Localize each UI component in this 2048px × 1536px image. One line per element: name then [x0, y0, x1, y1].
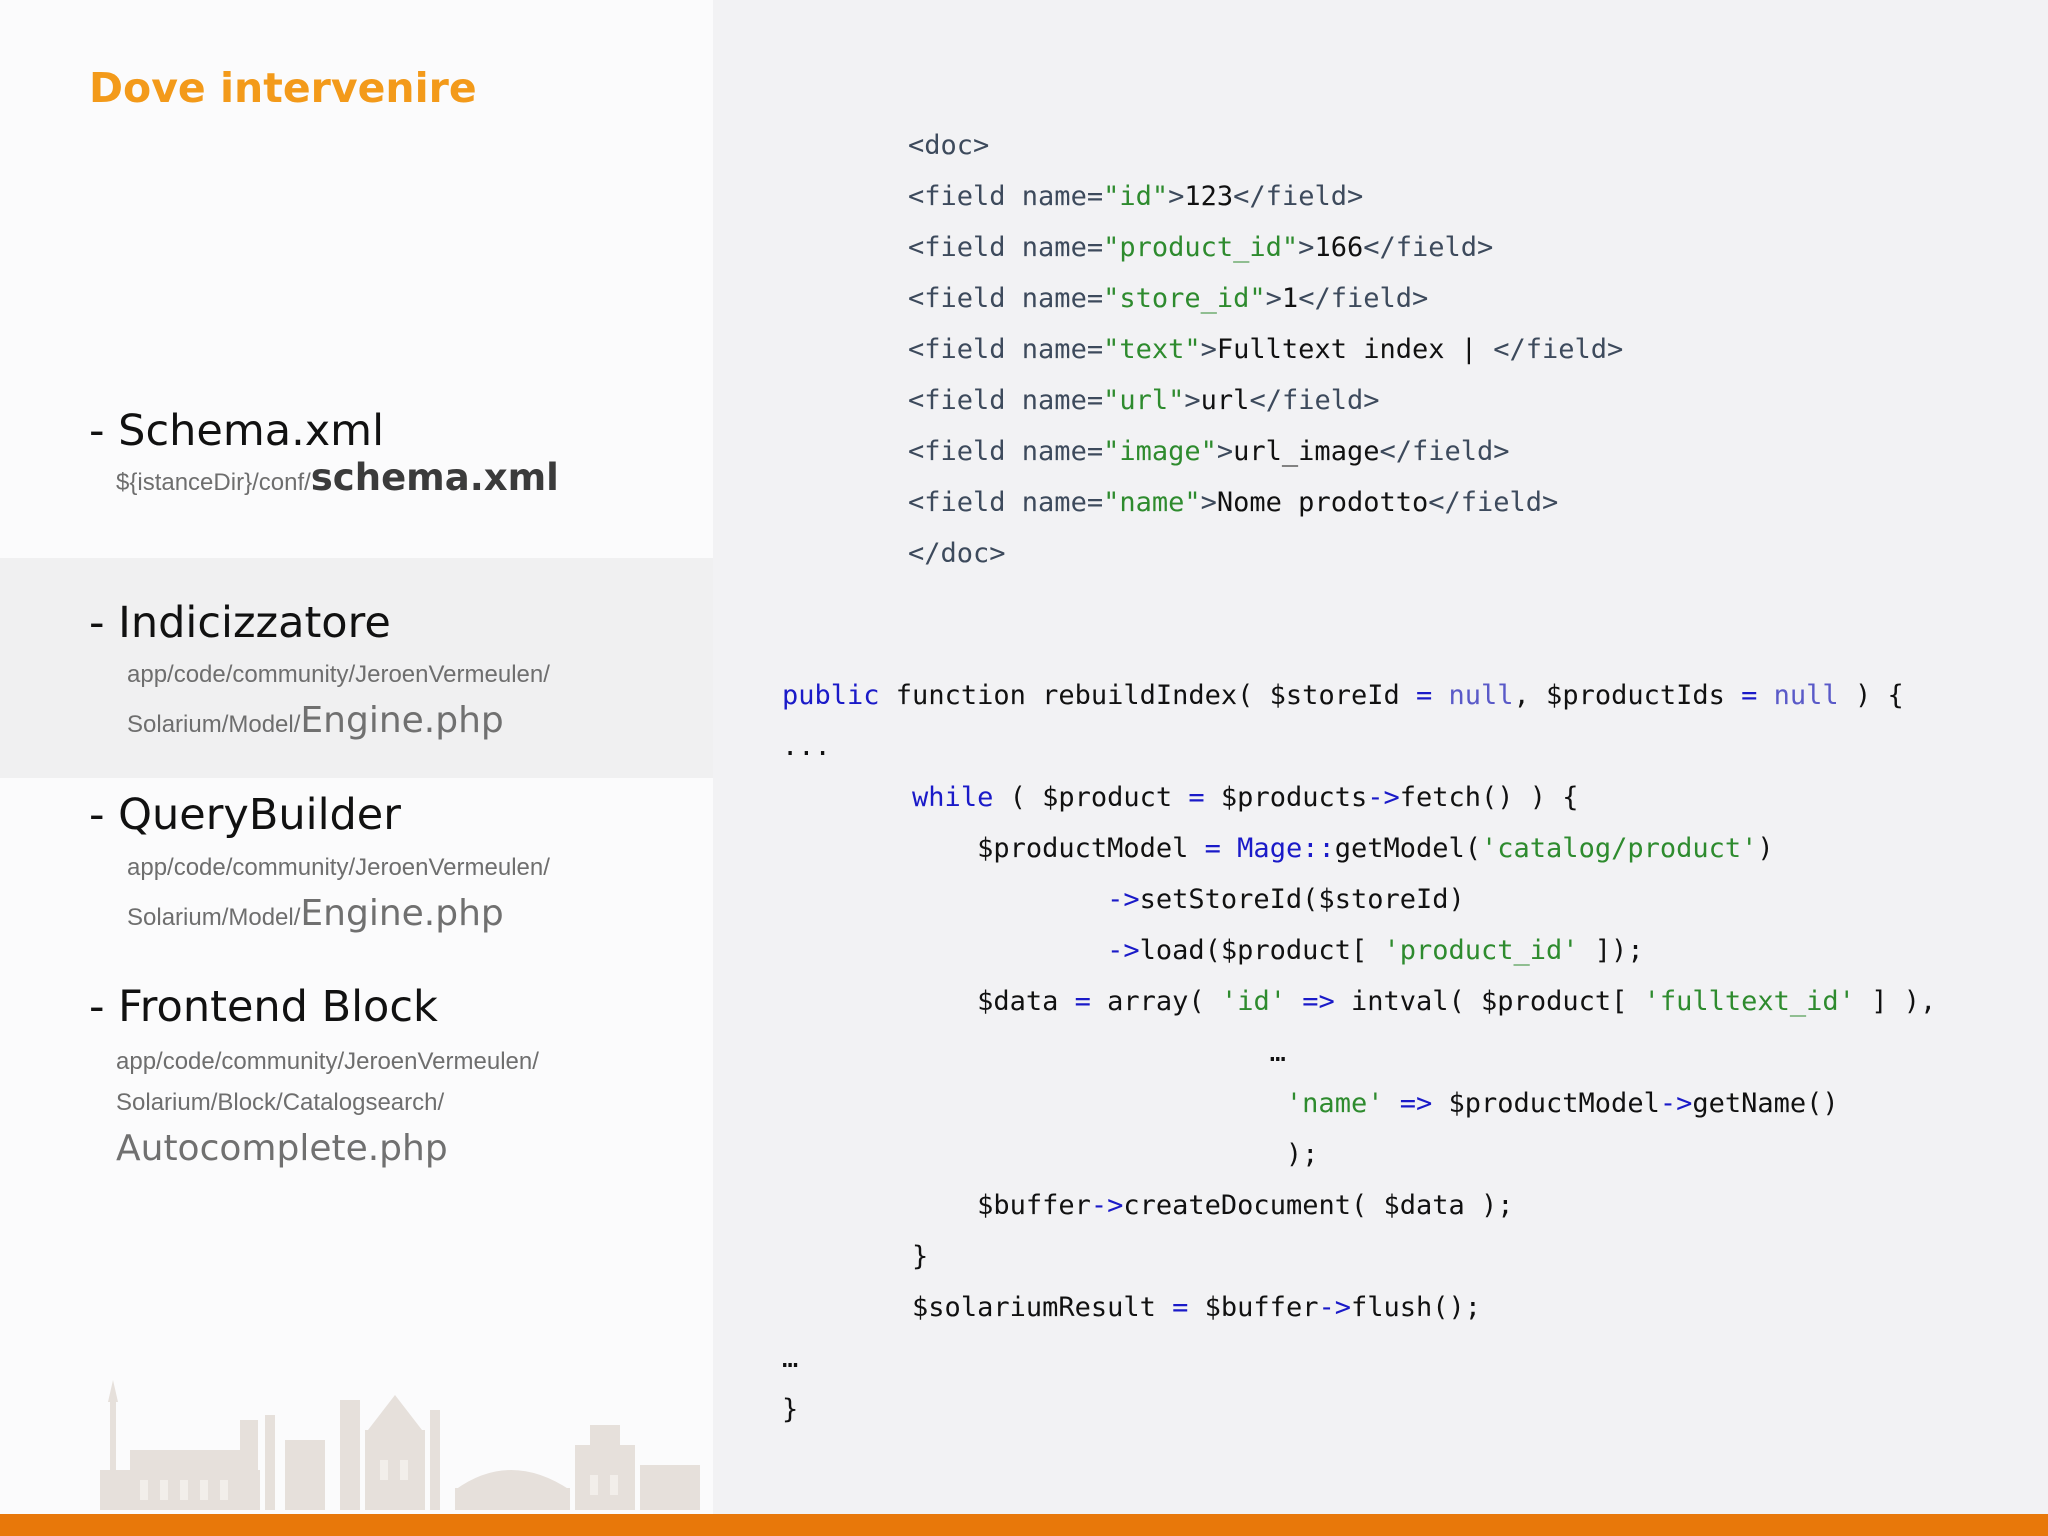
- code-line: ->load($product[ 'product_id' ]);: [1107, 935, 1644, 966]
- code-line: <field name="product_id">166</field>: [908, 232, 1494, 263]
- code-line: $solariumResult = $buffer->flush();: [912, 1292, 1482, 1323]
- section-path-line1: app/code/community/JeroenVermeulen/: [127, 854, 550, 881]
- section-path-line2: Solarium/Model/Engine.php: [127, 700, 504, 741]
- code-line: ...: [782, 731, 831, 762]
- section-path-file: Autocomplete.php: [116, 1128, 448, 1169]
- code-line: <field name="store_id">1</field>: [908, 283, 1429, 314]
- section-heading-indicizzatore: - Indicizzatore: [89, 598, 391, 648]
- path-prefix: Solarium/Model/: [127, 904, 301, 931]
- section-path-line2: Solarium/Block/Catalogsearch/: [116, 1089, 445, 1116]
- path-file: schema.xml: [310, 456, 559, 499]
- slide-title: Dove intervenire: [89, 64, 477, 112]
- section-path-line2: Solarium/Model/Engine.php: [127, 893, 504, 934]
- code-line: ->setStoreId($storeId): [1107, 884, 1465, 915]
- code-line: }: [912, 1241, 929, 1272]
- code-line: <doc>: [908, 130, 990, 161]
- highlight-band: [0, 558, 713, 778]
- php-code-block: public function rebuildIndex( $storeId =…: [782, 670, 1936, 1435]
- code-line: <field name="name">Nome prodotto</field>: [908, 487, 1559, 518]
- section-path-line1: app/code/community/JeroenVermeulen/: [127, 661, 550, 688]
- code-line: <field name="text">Fulltext index | </fi…: [908, 334, 1624, 365]
- code-line: while ( $product = $products->fetch() ) …: [912, 782, 1579, 813]
- city-skyline-illustration: [100, 1380, 700, 1510]
- code-line: 'name' => $productModel->getName(): [1285, 1088, 1839, 1119]
- path-prefix: Solarium/Model/: [127, 711, 301, 738]
- code-line: $productModel = Mage::getModel('catalog/…: [977, 833, 1774, 864]
- path-file: Autocomplete.php: [116, 1128, 448, 1169]
- xml-code-block: <doc> <field name="id">123</field> <field …: [908, 120, 1623, 579]
- section-path-schema: ${istanceDir}/conf/schema.xml: [116, 456, 559, 499]
- code-line: $data = array( 'id' => intval( $product[…: [977, 986, 1937, 1017]
- path-prefix: ${istanceDir}/conf/: [116, 469, 311, 496]
- path-file: Engine.php: [300, 893, 504, 934]
- code-line: public function rebuildIndex( $storeId =…: [782, 680, 1904, 711]
- section-heading-schema: - Schema.xml: [89, 406, 385, 456]
- code-line: }: [782, 1394, 799, 1425]
- bottom-accent-bar: [0, 1514, 2048, 1536]
- code-line: </doc>: [908, 538, 1006, 569]
- code-line: );: [1285, 1139, 1319, 1170]
- code-line: …: [782, 1343, 799, 1374]
- section-heading-frontend-block: - Frontend Block: [89, 982, 438, 1032]
- code-line: <field name="url">url</field>: [908, 385, 1380, 416]
- section-heading-querybuilder: - QueryBuilder: [89, 790, 401, 840]
- code-line: <field name="id">123</field>: [908, 181, 1364, 212]
- code-line: …: [1269, 1037, 1286, 1068]
- code-line: <field name="image">url_image</field>: [908, 436, 1510, 467]
- path-file: Engine.php: [300, 700, 504, 741]
- code-line: $buffer->createDocument( $data );: [977, 1190, 1514, 1221]
- section-path-line1: app/code/community/JeroenVermeulen/: [116, 1048, 539, 1075]
